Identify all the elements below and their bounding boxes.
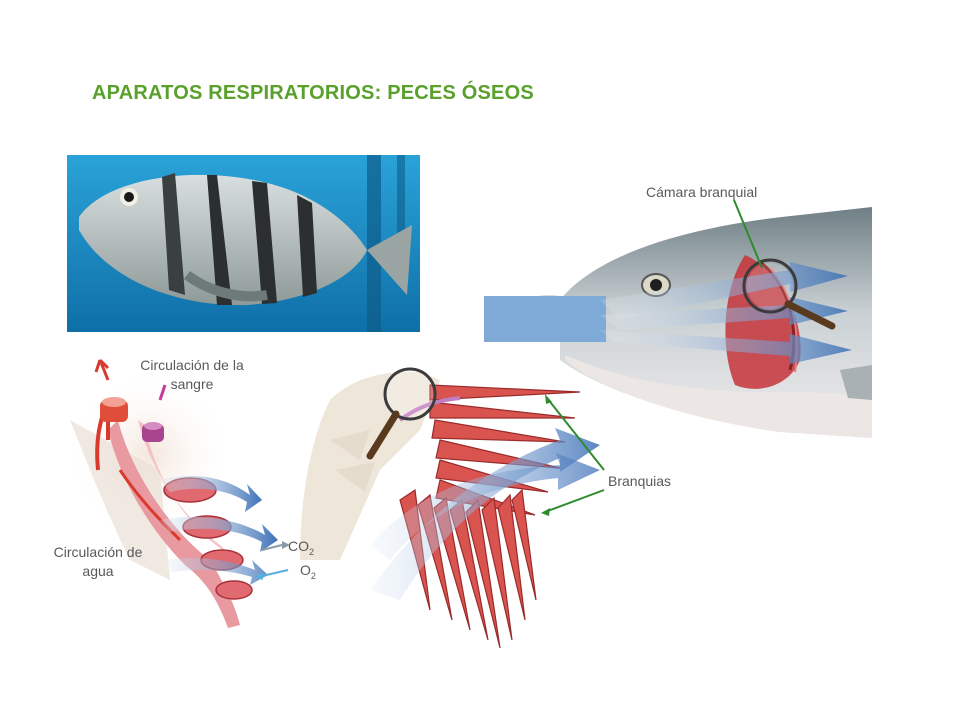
gill-filaments-illustration xyxy=(300,371,600,649)
o2-subscript: 2 xyxy=(310,570,316,581)
magnifier-icon xyxy=(366,367,437,460)
gill-detail-illustration xyxy=(65,358,290,628)
fish-photo xyxy=(67,155,420,332)
water-circulation-label: Circulación de agua xyxy=(53,544,143,579)
o2-label: O2 xyxy=(300,561,316,586)
blood-circulation-label: Circulación de la sangre xyxy=(140,357,244,392)
co2-subscript: 2 xyxy=(309,546,315,557)
co2-label: CO2 xyxy=(288,537,314,562)
o2-text: O xyxy=(300,562,311,578)
page-title: APARATOS RESPIRATORIOS: PECES ÓSEOS xyxy=(92,82,534,104)
gills-label: Branquias xyxy=(608,473,672,489)
gill-chamber-label: Cámara branquial xyxy=(646,184,758,200)
co2-text: CO xyxy=(288,538,309,554)
magnifier-icon xyxy=(742,258,836,330)
